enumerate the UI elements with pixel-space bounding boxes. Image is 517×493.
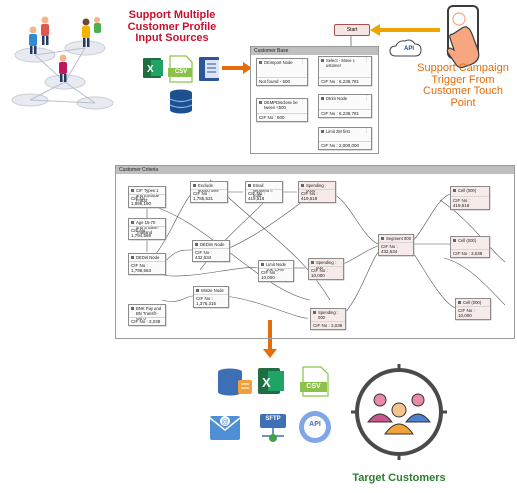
flow-node[interactable]: BNK Pay and BN Transfr-Wd 0 CIF No : 3,0… (128, 304, 166, 326)
flow-node[interactable]: Cell (000) CIF No : 3,038 (450, 236, 490, 258)
target-customers-label: Target Customers (352, 472, 446, 484)
flow-node[interactable]: Dtrim Node⋮ CIF No : 6,238,781 (318, 94, 372, 118)
flow-node[interactable]: Cell (000) CIF No : 419,518 (450, 186, 490, 210)
start-node[interactable]: Start (334, 24, 370, 36)
flow-node[interactable]: Select - Move c ustomer⋮ CIF No : 6,238,… (318, 56, 372, 86)
database-icon (169, 89, 193, 114)
flow-node[interactable]: DEimport Node⋮ Not found - 500 (256, 58, 308, 86)
csv-label: CSV (174, 69, 188, 75)
flow-node[interactable]: Limit 2M first⋮ CIF No : 2,000,000 (318, 127, 372, 150)
email-icon: @ (209, 416, 241, 440)
excel-output-icon: X (258, 368, 284, 394)
customer-network-illustration (11, 16, 114, 110)
svg-text:@: @ (222, 419, 229, 426)
sftp-icon (260, 414, 286, 442)
csv-output-label: CSV (306, 383, 321, 390)
campaign-trigger-callout: Support Campaign Trigger From Customer T… (417, 62, 509, 109)
excel-icon: X (143, 58, 163, 78)
flow-node[interactable]: Exclude 60000 over CIF No : 1,785,531 (190, 181, 228, 203)
flow-node[interactable]: Spending : 000 CIF No : 10,000 (308, 258, 344, 280)
database-list-icon (218, 368, 252, 396)
input-sources-callout: Support Multiple Customer Profile Input … (127, 9, 217, 45)
api-cloud-label: API (403, 46, 414, 52)
flow-node[interactable]: DEMPDisclose be tween <500⋮ CIF No : 500 (256, 98, 308, 122)
flow-node[interactable]: Age 15-70 and S tdem-Thailand CIF No : 1… (128, 218, 166, 240)
svg-text:X: X (262, 375, 271, 390)
flow-node[interactable]: Winze Node CIF No : 1,376,315 (193, 286, 229, 308)
flow-node[interactable]: DEDim Node CIF No : 432,534 (192, 240, 230, 262)
svg-text:X: X (147, 64, 154, 75)
panel-title: Customer Criteria (116, 166, 514, 174)
csv-output-icon (300, 366, 329, 397)
customer-criteria-panel: Customer Criteria (115, 165, 515, 339)
api-gear-icon (299, 411, 331, 443)
flow-node[interactable]: DEDel Node CIF No : 1,798,563 (128, 253, 166, 275)
csv-file-icon (168, 55, 193, 83)
flow-node[interactable]: Email segment = trust CIF No : 419,518 (245, 181, 283, 203)
flow-node[interactable]: Segment 000 CIF No : 432,534 (378, 234, 414, 256)
phone-touch-icon (446, 5, 480, 69)
sftp-label: SFTP (265, 416, 281, 422)
document-xml-icon (199, 57, 219, 81)
target-customers-icon (351, 364, 447, 460)
flow-node[interactable]: Spending : 0000 CIF No : 419,518 (298, 181, 336, 203)
panel-title: Customer Base (251, 47, 378, 55)
flow-node[interactable]: Spending : 000 CIF No : 3,038 (310, 308, 346, 330)
flow-node[interactable]: Limit Node 10K CPM CIF No : 10,000 (258, 260, 294, 282)
flow-node[interactable]: Cell (000) CIF No : 10,000 (455, 298, 491, 320)
api-cloud-icon (389, 39, 422, 57)
flow-node[interactable]: CIF Types 1 and Exclude Fraud CIF No : 1… (128, 186, 166, 208)
api-output-label: API (309, 421, 321, 428)
